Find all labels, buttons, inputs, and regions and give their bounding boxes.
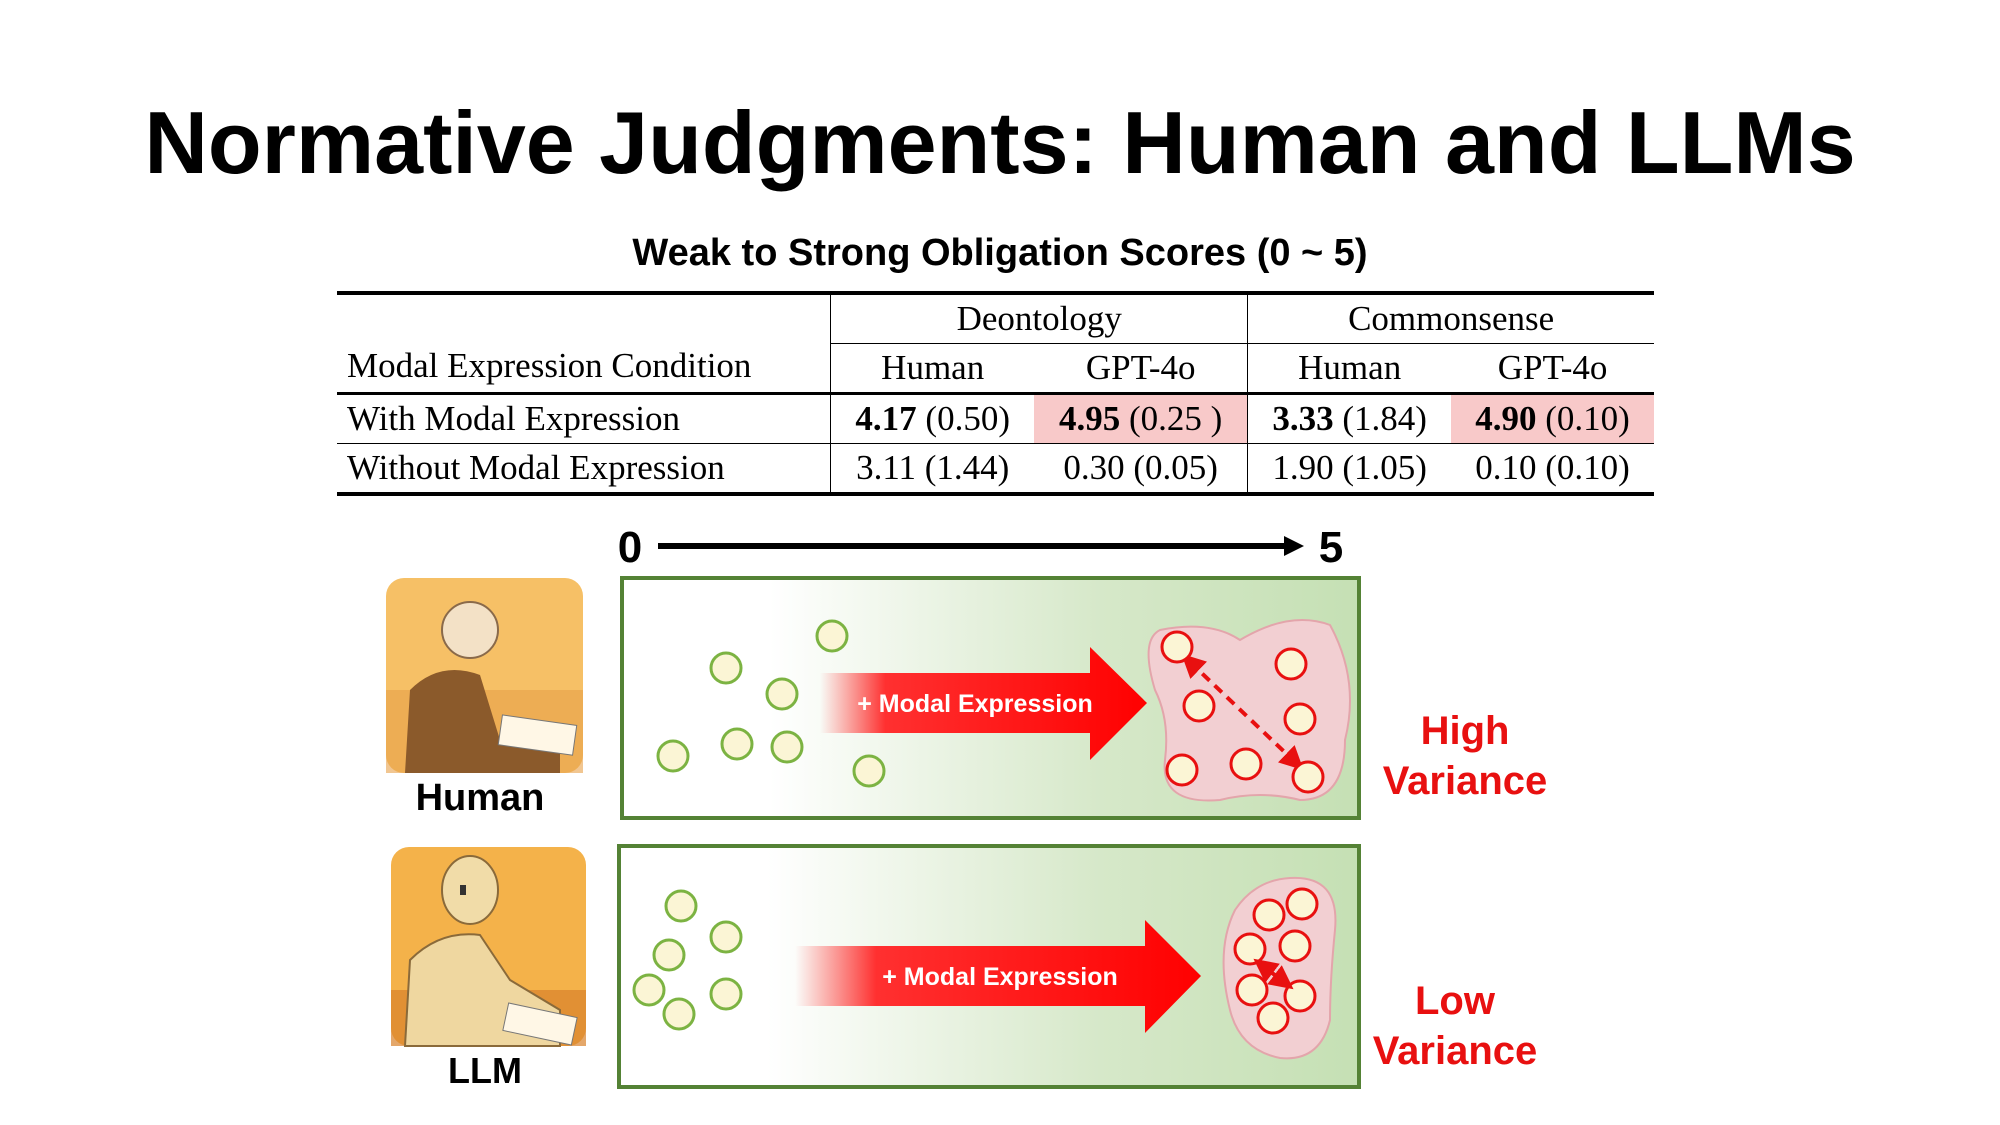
cell-sd: (0.10) [1545, 448, 1630, 487]
low-variance-label: Low Variance [1355, 976, 1555, 1076]
modal-expression-arrow [820, 647, 1147, 760]
group-deontology: Deontology [830, 291, 1248, 344]
human-avatar [386, 578, 583, 773]
subcol-header: GPT-4o [1451, 343, 1654, 395]
low-variance-line-2: Variance [1372, 1029, 1538, 1073]
cell-mean: 1.90 [1272, 448, 1334, 487]
scores-table: Modal Expression Condition Deontology Co… [337, 291, 1654, 496]
table-cell: 3.11 (1.44) [830, 443, 1035, 496]
axis-end-label: 5 [1319, 523, 1343, 572]
high-variance-line-1: High [1420, 709, 1510, 753]
cell-mean: 0.30 [1063, 448, 1125, 487]
baseline-dots [656, 619, 886, 788]
table-caption: Weak to Strong Obligation Scores (0 ~ 5) [632, 232, 1368, 274]
variance-range-arrow [1253, 958, 1294, 990]
table-cell: 4.17 (0.50) [830, 393, 1035, 444]
cell-mean: 4.17 [855, 399, 917, 438]
table-cell: 3.33 (1.84) [1247, 393, 1452, 444]
table-cell: 4.90 (0.10) [1451, 393, 1654, 444]
axis-arrowhead-icon [1284, 536, 1304, 556]
table-cell: 0.30 (0.05) [1034, 443, 1248, 496]
cell-mean: 3.33 [1272, 399, 1334, 438]
row-header: Modal Expression Condition [337, 291, 831, 395]
cell-mean: 4.95 [1059, 399, 1121, 438]
cell-mean: 4.90 [1475, 399, 1537, 438]
subcol-header: GPT-4o [1034, 343, 1248, 395]
table-cell: 0.10 (0.10) [1451, 443, 1654, 496]
arrow-label: + Modal Expression [882, 963, 1118, 991]
table-cell: 4.95 (0.25 ) [1034, 393, 1248, 444]
cell-sd: (1.05) [1342, 448, 1427, 487]
slide-title: Normative Judgments: Human and LLMs [144, 93, 1856, 192]
variance-range-arrow [1181, 653, 1304, 771]
table-row: With Modal Expression 4.17 (0.50)4.95 (0… [337, 393, 1654, 444]
table-row: Without Modal Expression 3.11 (1.44)0.30… [337, 443, 1654, 496]
high-variance-line-2: Variance [1382, 759, 1548, 803]
modal-expression-arrow [795, 920, 1201, 1033]
arrow-label: + Modal Expression [857, 690, 1093, 718]
cell-sd: (0.50) [925, 399, 1010, 438]
subcol-header: Human [830, 343, 1035, 395]
cell-sd: (0.05) [1133, 448, 1218, 487]
baseline-dots [632, 889, 743, 1031]
llm-label: LLM [448, 1050, 522, 1091]
human-label: Human [416, 777, 545, 819]
group-commonsense: Commonsense [1247, 291, 1654, 344]
llm-panel: + Modal Expression [617, 844, 1361, 1089]
high-variance-label: High Variance [1365, 706, 1565, 806]
table-cell: 1.90 (1.05) [1247, 443, 1452, 496]
row-label: With Modal Expression [337, 393, 831, 444]
llm-avatar [391, 847, 586, 1047]
low-variance-line-1: Low [1415, 979, 1495, 1023]
axis-start-label: 0 [618, 523, 642, 572]
row-label: Without Modal Expression [337, 443, 831, 496]
cell-sd: (1.84) [1342, 399, 1427, 438]
shifted-dots [1160, 630, 1325, 794]
cell-sd: (0.10) [1545, 399, 1630, 438]
cell-sd: (1.44) [924, 448, 1010, 487]
subcol-header: Human [1247, 343, 1452, 395]
cell-mean: 0.10 [1475, 448, 1537, 487]
shifted-dots [1233, 887, 1319, 1035]
cell-mean: 3.11 [856, 448, 917, 487]
cell-sd: (0.25 ) [1129, 399, 1223, 438]
human-panel: + Modal Expression [620, 576, 1361, 820]
